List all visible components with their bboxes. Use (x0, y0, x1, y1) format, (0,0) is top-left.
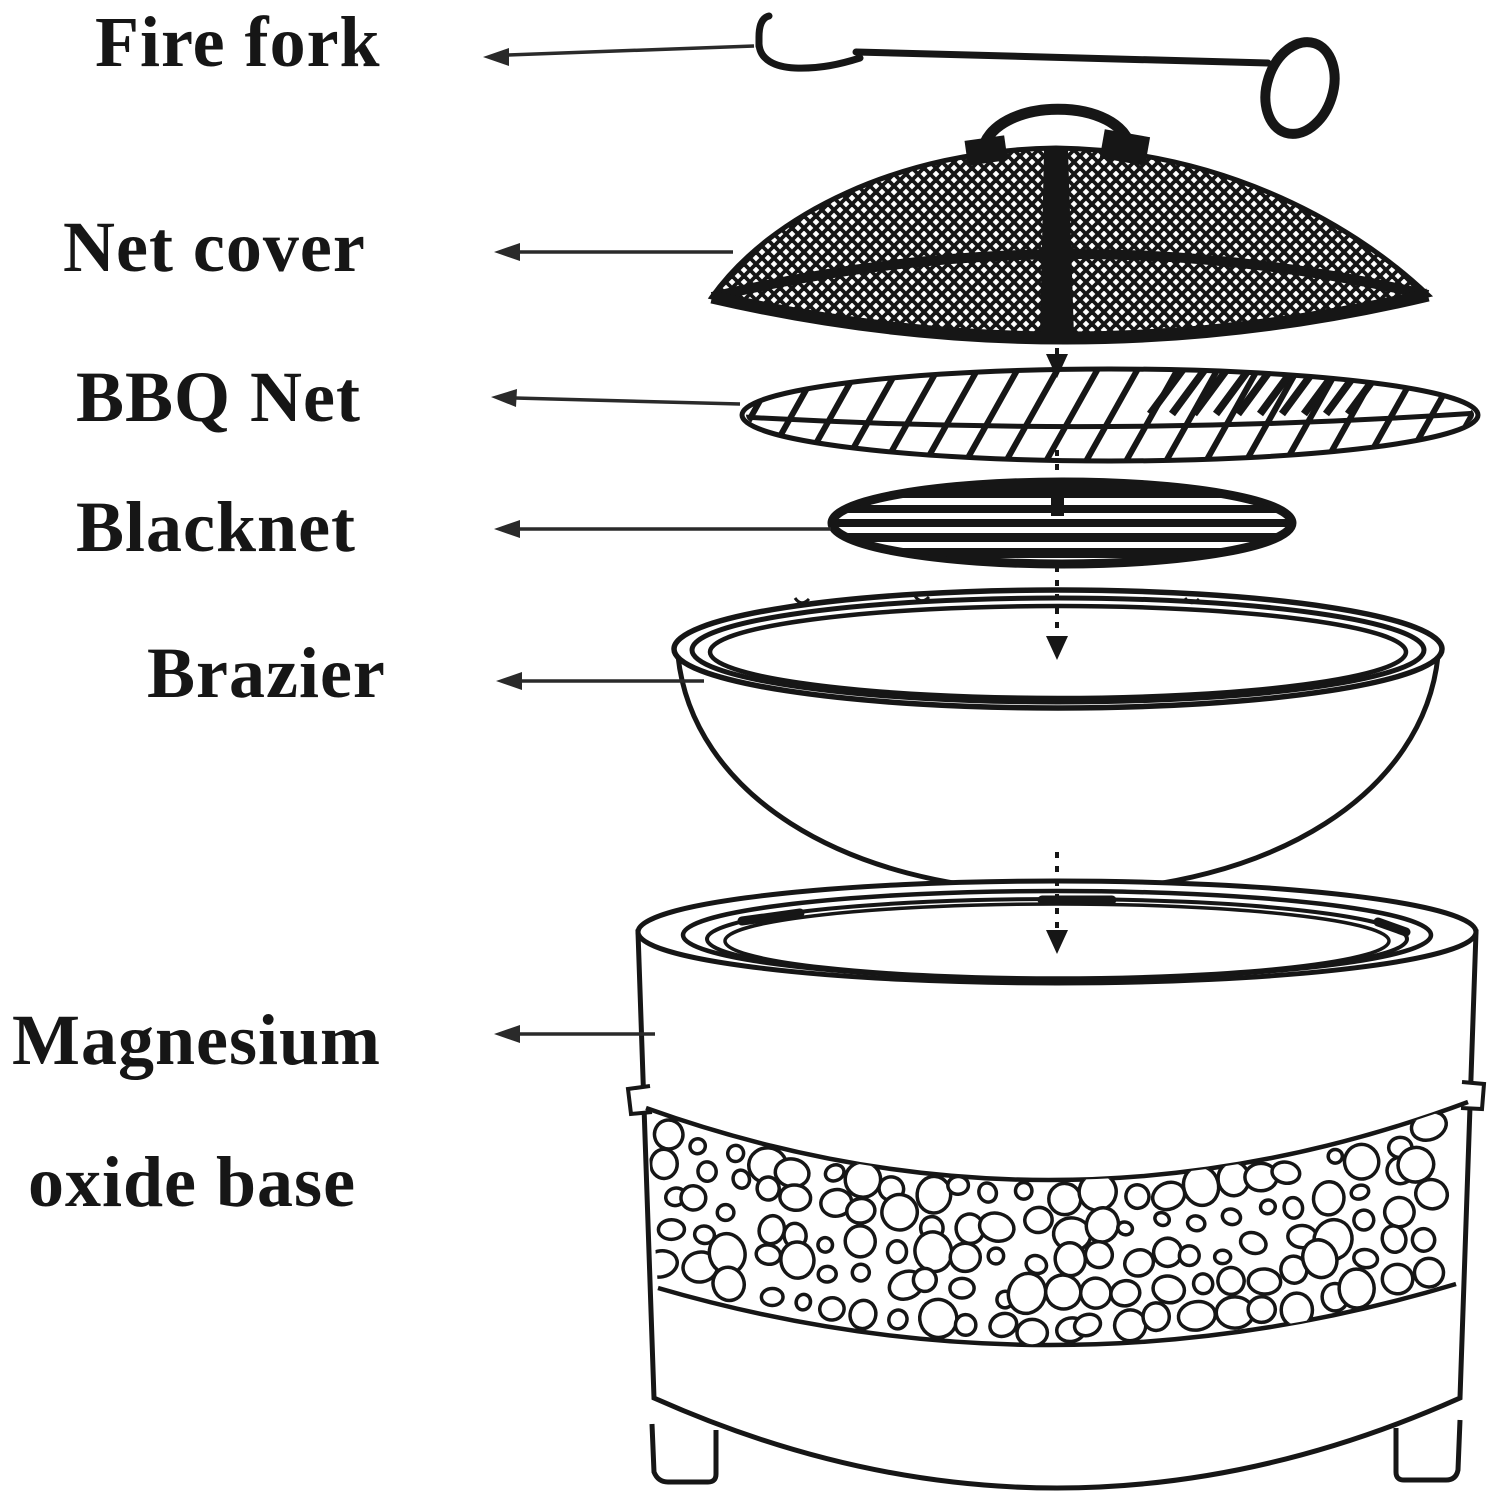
label-fire-fork: Fire fork (95, 2, 381, 82)
blacknet-arrow (494, 520, 831, 538)
down-arrow-3-head (1046, 636, 1068, 660)
pebble-texture (646, 1110, 1450, 1346)
brazier-arrow (496, 672, 704, 690)
net-cover-drawing (707, 103, 1434, 345)
bbq-net-arrow (491, 389, 741, 407)
down-arrow-4-head (1046, 930, 1068, 954)
assembly-flow-arrows (1046, 334, 1068, 954)
brazier-drawing (671, 587, 1445, 895)
rim-clip-tabs (737, 895, 1411, 937)
base-foot-right (1393, 1419, 1463, 1483)
label-arrows (483, 44, 831, 1043)
net-cover-arrow (494, 243, 733, 261)
bbq-net-drawing (739, 366, 1481, 464)
wall-tab-left (625, 1084, 653, 1117)
label-brazier: Brazier (147, 633, 386, 713)
down-arrow-1-head (1046, 354, 1068, 378)
label-magnesium-line2: oxide base (28, 1142, 357, 1222)
label-magnesium-line1: Magnesium (12, 1000, 381, 1080)
label-bbq-net: BBQ Net (76, 357, 361, 437)
blacknet-drawing (827, 477, 1297, 569)
fire-fork-drawing (755, 12, 1340, 139)
magnesium-arrow (494, 1025, 655, 1043)
label-net-cover: Net cover (63, 207, 366, 287)
fire-fork-arrow (483, 44, 755, 66)
label-blacknet: Blacknet (76, 487, 357, 567)
base-foot-left (649, 1423, 719, 1485)
base-drawing (625, 878, 1487, 1491)
